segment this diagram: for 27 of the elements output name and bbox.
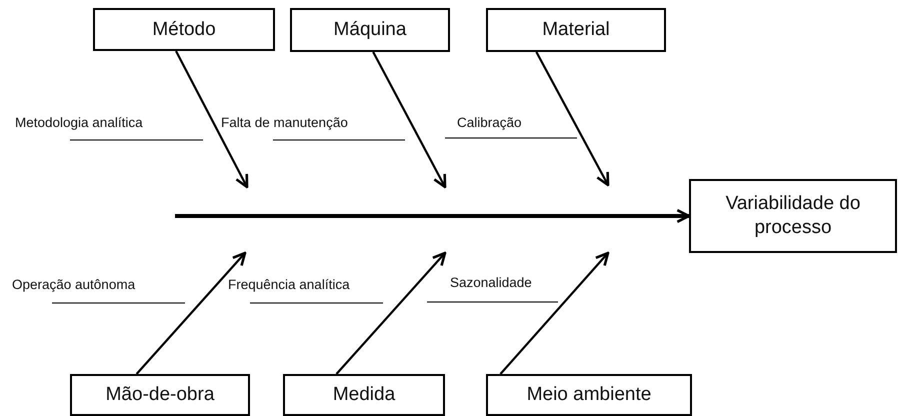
cause-label: Sazonalidade [450,275,532,290]
box-label: Mão-de-obra [106,383,214,407]
box-label: Máquina [334,18,406,42]
cause-label: Frequência analítica [228,277,350,292]
category-box [70,374,250,416]
box-label: Método [152,18,216,42]
category-box [93,8,275,51]
cause-label: Falta de manutenção [221,115,348,130]
cause-label: Metodologia analítica [15,115,143,130]
category-box [689,179,897,253]
arrow [535,51,610,186]
arrow [500,252,610,375]
box-label: Material [542,18,610,42]
box-label: Meio ambiente [526,383,652,407]
arrow [336,252,446,375]
category-box [283,374,445,416]
cause-label: Operação autônoma [12,277,136,292]
category-box [486,8,666,52]
category-box [486,374,692,416]
arrow [175,50,248,188]
box-label: Medida [332,383,396,407]
box-label: Variabilidade do processo [724,192,862,240]
arrow [175,208,690,224]
cause-label: Calibração [457,115,522,130]
category-box [290,8,450,52]
arrow [372,51,446,188]
arrow [136,252,246,375]
